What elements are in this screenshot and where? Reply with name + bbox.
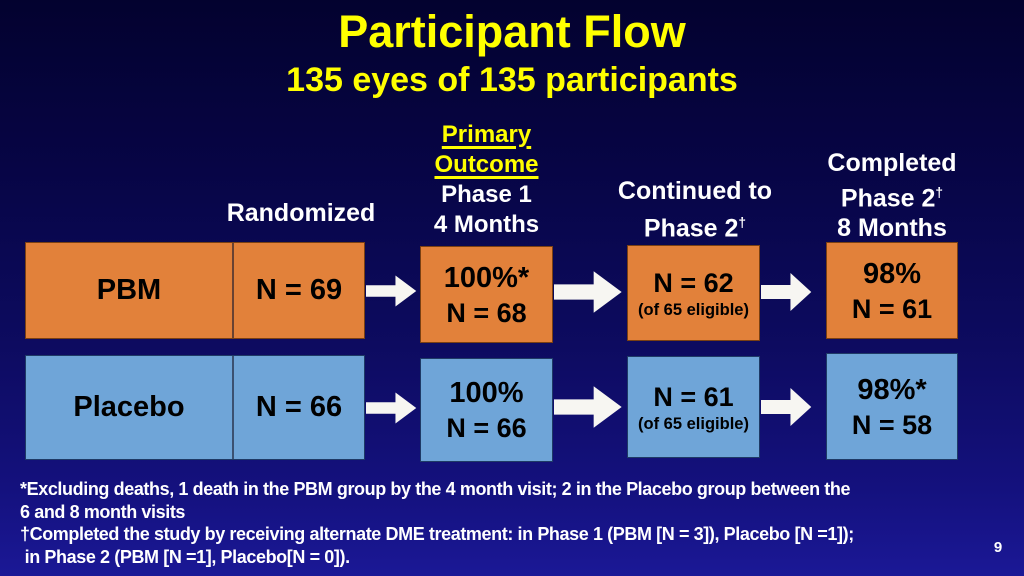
completed-line1: Completed bbox=[827, 149, 957, 177]
flow-arrow-icon bbox=[554, 268, 624, 316]
randomized-label: Randomized bbox=[226, 199, 376, 227]
placebo-group-label: Placebo bbox=[73, 391, 185, 423]
pbm-completed-pct: 98% bbox=[862, 257, 922, 290]
continued-line1: Continued to bbox=[617, 177, 773, 205]
pbm-completed-box: 98% N = 61 bbox=[826, 242, 958, 339]
completed-line3: 8 Months bbox=[837, 214, 947, 243]
pbm-randomized-n: N = 69 bbox=[255, 274, 343, 306]
flow-arrow-icon bbox=[366, 273, 418, 309]
placebo-phase1-pct: 100% bbox=[449, 377, 524, 409]
pbm-phase1-box: 100%* N = 68 bbox=[420, 246, 553, 343]
flow-arrow-icon bbox=[554, 383, 624, 431]
continued-line2: Phase 2† bbox=[643, 214, 747, 243]
pbm-phase1-pct: 100%* bbox=[443, 261, 530, 294]
pbm-continued-note: (of 65 eligible) bbox=[638, 301, 749, 319]
phase1-duration-label: 4 Months bbox=[433, 211, 540, 238]
footnotes: *Excluding deaths, 1 death in the PBM gr… bbox=[20, 478, 1010, 568]
placebo-randomized-n: N = 66 bbox=[255, 391, 343, 423]
pbm-phase1-n: N = 68 bbox=[446, 297, 527, 328]
divider bbox=[232, 356, 234, 459]
placebo-completed-pct: 98%* bbox=[857, 373, 927, 406]
placebo-continued-note: (of 65 eligible) bbox=[638, 415, 749, 433]
completed-line2: Phase 2† bbox=[840, 184, 944, 213]
column-header-primary-outcome: Primary Outcome Phase 1 4 Months bbox=[408, 120, 565, 240]
footnote-line: 6 and 8 month visits bbox=[20, 501, 186, 522]
pbm-completed-n: N = 61 bbox=[851, 293, 933, 324]
phase1-label: Phase 1 bbox=[441, 181, 532, 208]
column-header-completed: Completed Phase 2† 8 Months bbox=[812, 148, 972, 243]
flow-arrow-icon bbox=[761, 385, 813, 429]
pbm-continued-n: N = 62 bbox=[653, 268, 734, 298]
footnote-line: *Excluding deaths, 1 death in the PBM gr… bbox=[20, 479, 851, 499]
placebo-completed-box: 98%* N = 58 bbox=[826, 353, 958, 460]
primary-outcome-line1: Primary bbox=[441, 121, 532, 148]
placebo-phase1-box: 100% N = 66 bbox=[420, 358, 553, 462]
flow-arrow-icon bbox=[366, 390, 418, 426]
slide-subtitle: 135 eyes of 135 participants bbox=[286, 61, 738, 99]
placebo-completed-n: N = 58 bbox=[851, 409, 933, 440]
placebo-group-box: Placebo N = 66 bbox=[25, 355, 365, 460]
column-header-randomized: Randomized bbox=[225, 198, 377, 228]
footnote-line: †Completed the study by receiving altern… bbox=[20, 524, 854, 544]
pbm-continued-box: N = 62 (of 65 eligible) bbox=[627, 245, 760, 341]
column-header-continued: Continued to Phase 2† bbox=[605, 176, 785, 244]
placebo-phase1-n: N = 66 bbox=[446, 413, 527, 443]
placebo-continued-box: N = 61 (of 65 eligible) bbox=[627, 356, 760, 458]
flow-arrow-icon bbox=[761, 270, 813, 314]
slide-title: Participant Flow bbox=[338, 6, 686, 57]
primary-outcome-line2: Outcome bbox=[434, 151, 539, 178]
pbm-group-label: PBM bbox=[96, 274, 162, 306]
footnote-line: in Phase 2 (PBM [N =1], Placebo[N = 0]). bbox=[20, 546, 350, 567]
divider bbox=[232, 243, 234, 338]
page-number: 9 bbox=[993, 539, 1003, 556]
dagger-icon: † bbox=[935, 185, 944, 200]
pbm-group-box: PBM N = 69 bbox=[25, 242, 365, 339]
placebo-continued-n: N = 61 bbox=[653, 382, 734, 412]
dagger-icon: † bbox=[738, 215, 747, 230]
